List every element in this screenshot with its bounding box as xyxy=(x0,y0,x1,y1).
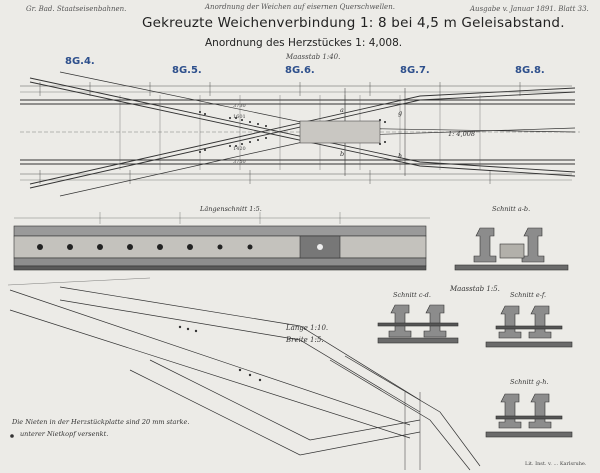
frog-detail-rivets xyxy=(10,325,262,438)
header-left: Gr. Bad. Staatseisenbahnen. xyxy=(26,5,127,13)
mark-a: a xyxy=(340,106,344,114)
detail-length-scale: Länge 1:10. xyxy=(286,324,329,332)
mark-g: g xyxy=(398,109,403,117)
label-8g7: 8G.7. xyxy=(400,65,430,76)
masstab-label: Maasstab 1:5. xyxy=(450,285,500,293)
laengsschnitt-label: Längenschnitt 1:5. xyxy=(200,205,262,213)
main-scale-label: Maasstab 1:40. xyxy=(286,53,341,61)
dim-1601: 1601 xyxy=(233,114,246,120)
section-cd-profile xyxy=(377,304,459,344)
section-ef-profile xyxy=(485,305,573,348)
dim-3750: 3750 xyxy=(233,159,246,165)
schnitt-gh-label: Schnitt g-h. xyxy=(510,378,549,386)
frog-detail xyxy=(7,277,481,471)
schnitt-ef-label: Schnitt e-f. xyxy=(510,291,547,299)
longitudinal-rivets xyxy=(37,244,323,250)
note-line-2: unterer Nietkopf versenkt. xyxy=(20,430,109,438)
dim-1420: 1420 xyxy=(233,146,246,152)
header-right: Ausgabe v. Januar 1891. Blatt 33. xyxy=(470,5,589,13)
sheet-subtitle: Anordnung des Herzstückes 1: 4,008. xyxy=(205,37,403,49)
dim-3730: 3730 xyxy=(233,103,246,109)
section-ab-profile xyxy=(454,227,569,271)
header-center: Anordnung der Weichen auf eisernen Quers… xyxy=(205,3,395,11)
mark-b: b xyxy=(340,150,345,158)
label-8g6: 8G.6. xyxy=(285,65,315,76)
detail-width-scale: Breite 1:5. xyxy=(286,336,324,344)
footer-imprint: Lit. Inst. v. ... Karlsruhe. xyxy=(525,461,587,467)
plan-rivets xyxy=(199,111,386,153)
note-line-1: Die Nieten in der Herzstückplatte sind 2… xyxy=(12,418,190,426)
mark-h: h xyxy=(398,152,403,160)
label-8g5: 8G.5. xyxy=(172,65,202,76)
longitudinal-section xyxy=(13,212,430,271)
label-8g8: 8G.8. xyxy=(515,65,545,76)
sheet-title: Gekreuzte Weichenverbindung 1: 8 bei 4,5… xyxy=(142,15,565,31)
label-8g4: 8G.4. xyxy=(65,56,95,67)
schnitt-ab-label: Schnitt a-b. xyxy=(492,205,531,213)
schnitt-cd-label: Schnitt c-d. xyxy=(393,291,431,299)
section-gh-profile xyxy=(485,393,573,438)
frog-ratio-label: 1: 4,008 xyxy=(448,130,475,138)
crossing-plate xyxy=(299,120,381,144)
